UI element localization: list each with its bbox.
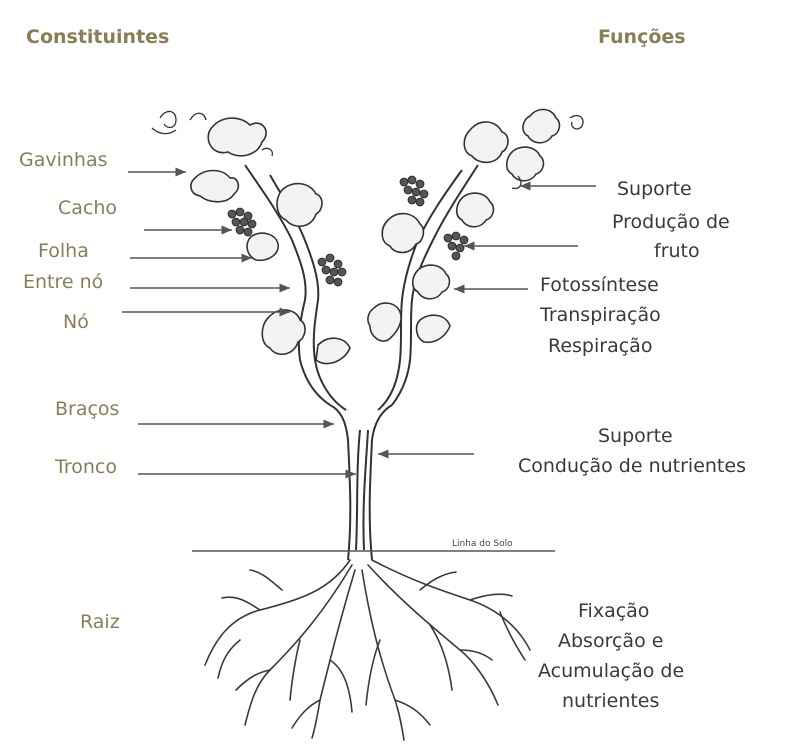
label-no: Nó — [63, 311, 89, 333]
function-fixacao: Fixação — [578, 600, 650, 622]
label-bracos: Braços — [55, 398, 120, 420]
constituents-heading: Constituintes — [26, 26, 170, 48]
function-acumulacao: Acumulação de — [538, 660, 685, 682]
label-raiz: Raiz — [80, 611, 120, 633]
left-leader-lines — [122, 167, 356, 479]
trunk — [329, 404, 393, 561]
function-producao-1: Produção de — [612, 211, 730, 233]
tendrils — [151, 110, 584, 190]
leaves — [190, 108, 561, 365]
right-leader-lines — [378, 181, 596, 459]
function-absorcao: Absorção e — [558, 630, 664, 652]
function-suporte-top: Suporte — [617, 178, 692, 200]
label-folha: Folha — [38, 240, 89, 262]
label-tronco: Tronco — [55, 456, 117, 478]
function-nutrientes: nutrientes — [562, 690, 660, 712]
soil-line-label: Linha do Solo — [452, 539, 513, 549]
function-respiracao: Respiração — [548, 335, 653, 357]
label-cacho: Cacho — [58, 197, 118, 219]
label-gavinhas: Gavinhas — [19, 149, 108, 171]
function-transpiracao: Transpiração — [540, 304, 661, 326]
functions-heading: Funções — [598, 26, 686, 48]
function-fotossintese: Fotossíntese — [540, 274, 659, 296]
function-producao-2: fruto — [654, 240, 700, 262]
function-suporte-trunk: Suporte — [598, 425, 673, 447]
label-entre-no: Entre nó — [23, 271, 104, 293]
function-conducao: Condução de nutrientes — [518, 455, 746, 477]
root-system — [204, 559, 531, 741]
